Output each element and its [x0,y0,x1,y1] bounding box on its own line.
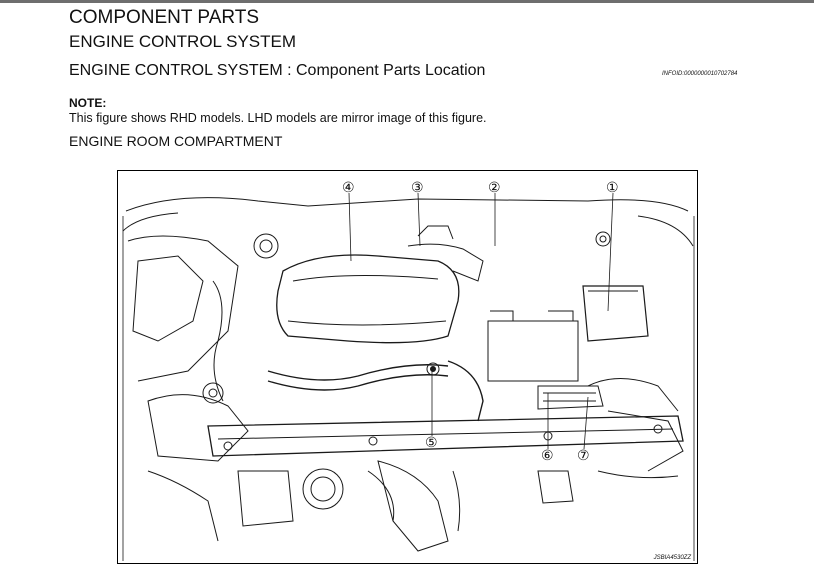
figure-id: JSBIA4530ZZ [653,555,691,561]
info-id: INFOID:0000000010702784 [662,71,738,77]
callout-4: ④ [342,179,355,195]
callout-5: ⑤ [425,434,438,450]
section-heading: ENGINE CONTROL SYSTEM : Component Parts … [69,62,486,79]
callout-6: ⑥ [541,447,554,463]
callout-3: ③ [411,179,424,195]
callout-2: ② [488,179,501,195]
page-title: COMPONENT PARTS [69,7,260,28]
subsection-title: ENGINE ROOM COMPARTMENT [69,133,283,149]
callout-7: ⑦ [577,447,590,463]
note-text: This figure shows RHD models. LHD models… [69,111,487,125]
top-rule [0,0,814,3]
engine-room-figure: ① ② ③ ④ ⑤ ⑥ ⑦ JSBIA4530ZZ [117,170,698,564]
engine-line-drawing [122,192,695,561]
note-label: NOTE: [69,96,107,110]
callout-1: ① [606,179,619,195]
page-subtitle: ENGINE CONTROL SYSTEM [69,32,297,51]
